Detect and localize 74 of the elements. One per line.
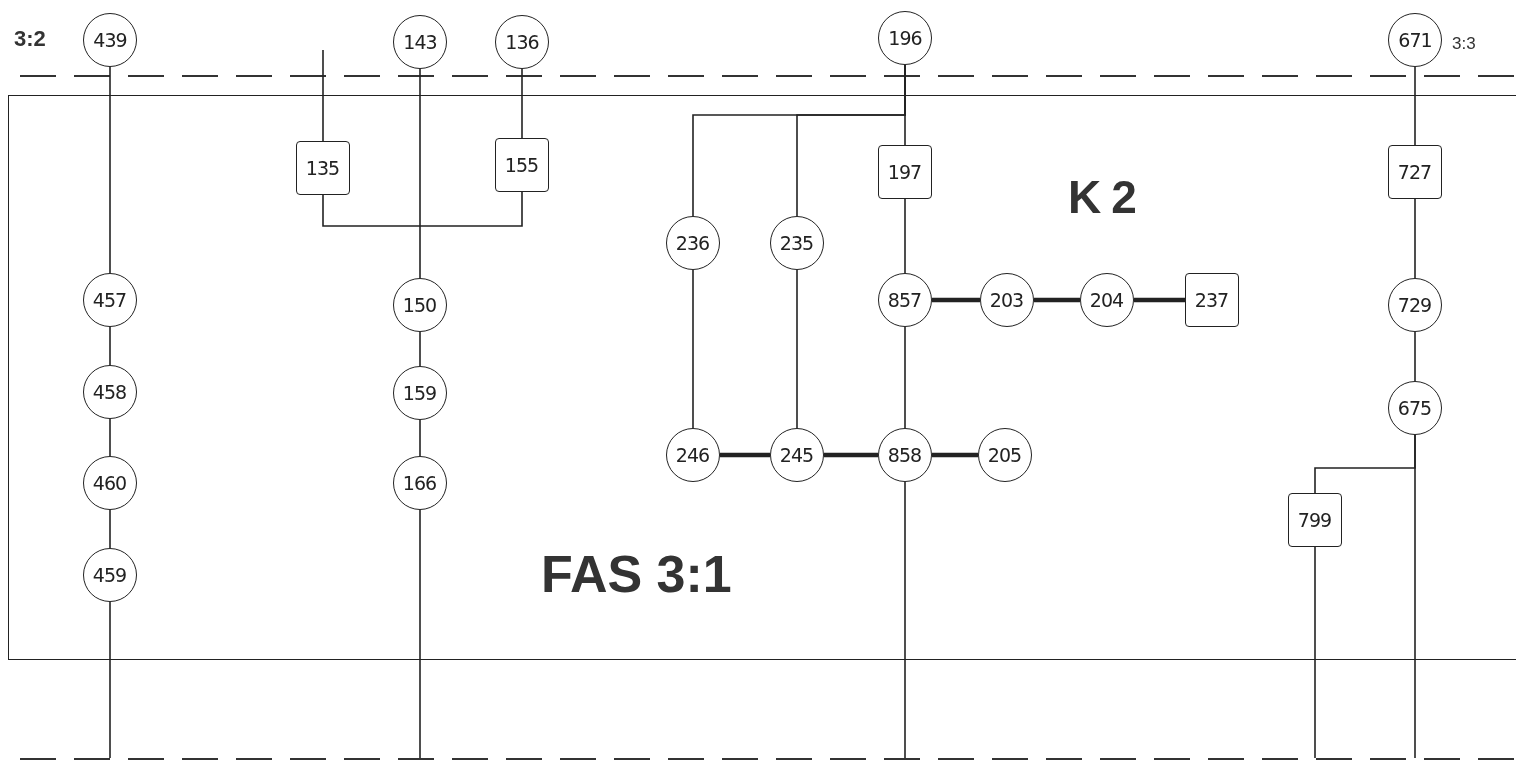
connector-line	[1314, 546, 1316, 759]
connector-line	[419, 419, 421, 457]
context-number: 235	[779, 231, 814, 254]
connector-line	[322, 191, 523, 227]
context-circle	[495, 15, 549, 69]
connector-line	[109, 326, 111, 366]
context-number: 245	[779, 443, 814, 466]
thick-connector-line	[1034, 297, 1080, 303]
thick-connector-line	[932, 452, 978, 458]
connector-line	[419, 509, 421, 759]
thick-connector-line	[720, 452, 770, 458]
connector-line	[521, 68, 523, 139]
connector-line	[322, 49, 324, 142]
context-number: 246	[675, 443, 710, 466]
context-number: 727	[1397, 160, 1432, 183]
context-number: 858	[887, 443, 922, 466]
connector-line	[692, 269, 694, 429]
connector-line	[109, 601, 111, 759]
phase-label: FAS 3:1	[541, 544, 732, 604]
connector-line	[1414, 198, 1416, 279]
context-number: 205	[987, 443, 1022, 466]
context-circle	[878, 11, 932, 65]
connector-line	[109, 66, 111, 274]
context-number: 135	[305, 156, 340, 179]
context-number: 457	[92, 288, 127, 311]
context-number: 204	[1089, 288, 1124, 311]
group-label: K2	[1068, 170, 1147, 224]
context-number: 196	[888, 27, 922, 49]
context-box	[877, 144, 932, 199]
thick-connector-line	[1134, 297, 1185, 303]
connector-line	[1314, 434, 1416, 494]
context-number: 143	[403, 31, 437, 53]
context-box	[1184, 272, 1239, 327]
context-number: 671	[1398, 29, 1432, 51]
context-box	[295, 140, 350, 195]
context-circle	[83, 13, 137, 67]
connector-line	[904, 481, 906, 759]
context-box	[1387, 144, 1442, 199]
context-number: 675	[1397, 396, 1432, 419]
thick-connector-line	[824, 452, 878, 458]
context-number: 150	[402, 293, 437, 316]
section-reference: 3:3	[1452, 34, 1476, 54]
context-number: 159	[402, 381, 437, 404]
context-box	[1287, 492, 1342, 547]
context-number: 460	[92, 471, 127, 494]
context-number: 155	[504, 153, 539, 176]
connector-line	[1414, 331, 1416, 382]
context-circle	[1388, 13, 1442, 67]
context-number: 236	[675, 231, 710, 254]
connector-line	[109, 509, 111, 549]
connector-line	[109, 418, 111, 457]
context-number: 799	[1297, 508, 1332, 531]
context-box	[494, 137, 549, 192]
context-number: 458	[92, 380, 127, 403]
connector-line	[419, 68, 421, 279]
connector-line	[1414, 66, 1416, 146]
connector-line	[904, 326, 906, 429]
context-circle	[393, 15, 447, 69]
connector-line	[904, 64, 906, 146]
thick-connector-line	[932, 297, 980, 303]
context-number: 136	[505, 31, 539, 53]
context-number: 857	[887, 288, 922, 311]
context-number: 166	[402, 471, 437, 494]
connector-line	[796, 269, 798, 429]
connector-line	[904, 198, 906, 274]
section-reference: 3:2	[14, 26, 46, 52]
connector-line	[419, 331, 421, 367]
phase-frame	[8, 95, 1516, 660]
context-number: 459	[92, 563, 127, 586]
context-number: 439	[93, 29, 127, 51]
context-number: 729	[1397, 293, 1432, 316]
context-number: 203	[989, 288, 1024, 311]
context-number: 197	[887, 160, 922, 183]
context-number: 237	[1194, 288, 1229, 311]
